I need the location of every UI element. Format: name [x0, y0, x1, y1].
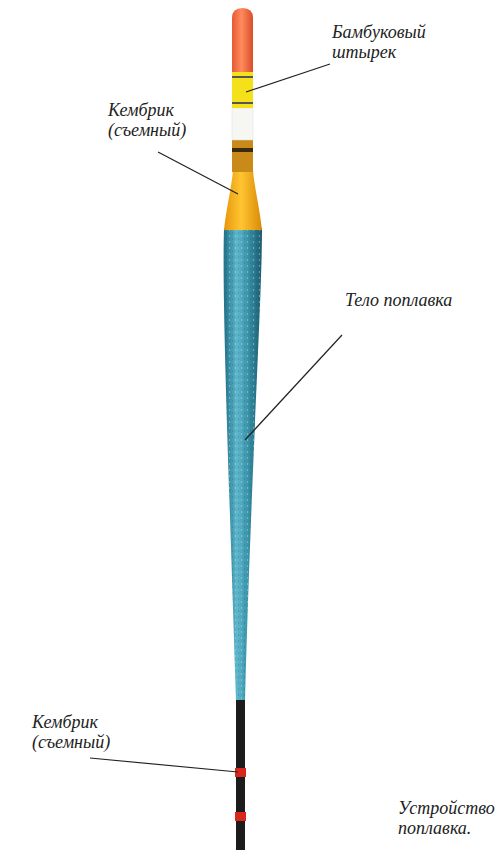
keel-stem — [236, 690, 245, 850]
antenna-white-band — [232, 108, 253, 140]
antenna-line — [232, 76, 253, 78]
figure-caption: Устройство поплавка. — [398, 798, 498, 838]
float-body — [224, 228, 262, 700]
part-label: Кембрик (съемный) — [32, 712, 132, 752]
part-label: Кембрик (съемный) — [108, 100, 208, 140]
antenna-yellow-band — [232, 70, 253, 108]
leader-line — [90, 758, 238, 772]
antenna-ring — [232, 148, 253, 152]
leader-line — [246, 64, 330, 92]
part-label: Тело поплавка — [345, 290, 485, 310]
leader-line — [158, 152, 238, 194]
leader-line — [245, 335, 342, 440]
antenna-tip — [232, 8, 253, 72]
keel-tube — [235, 768, 246, 777]
antenna-tube — [232, 140, 253, 172]
collar — [224, 170, 262, 230]
float-body-texture — [224, 228, 262, 700]
keel-ring — [235, 812, 246, 821]
leader-lines — [90, 64, 342, 772]
part-label: Бамбуковый штырек — [332, 22, 452, 62]
antenna-line — [232, 102, 253, 104]
